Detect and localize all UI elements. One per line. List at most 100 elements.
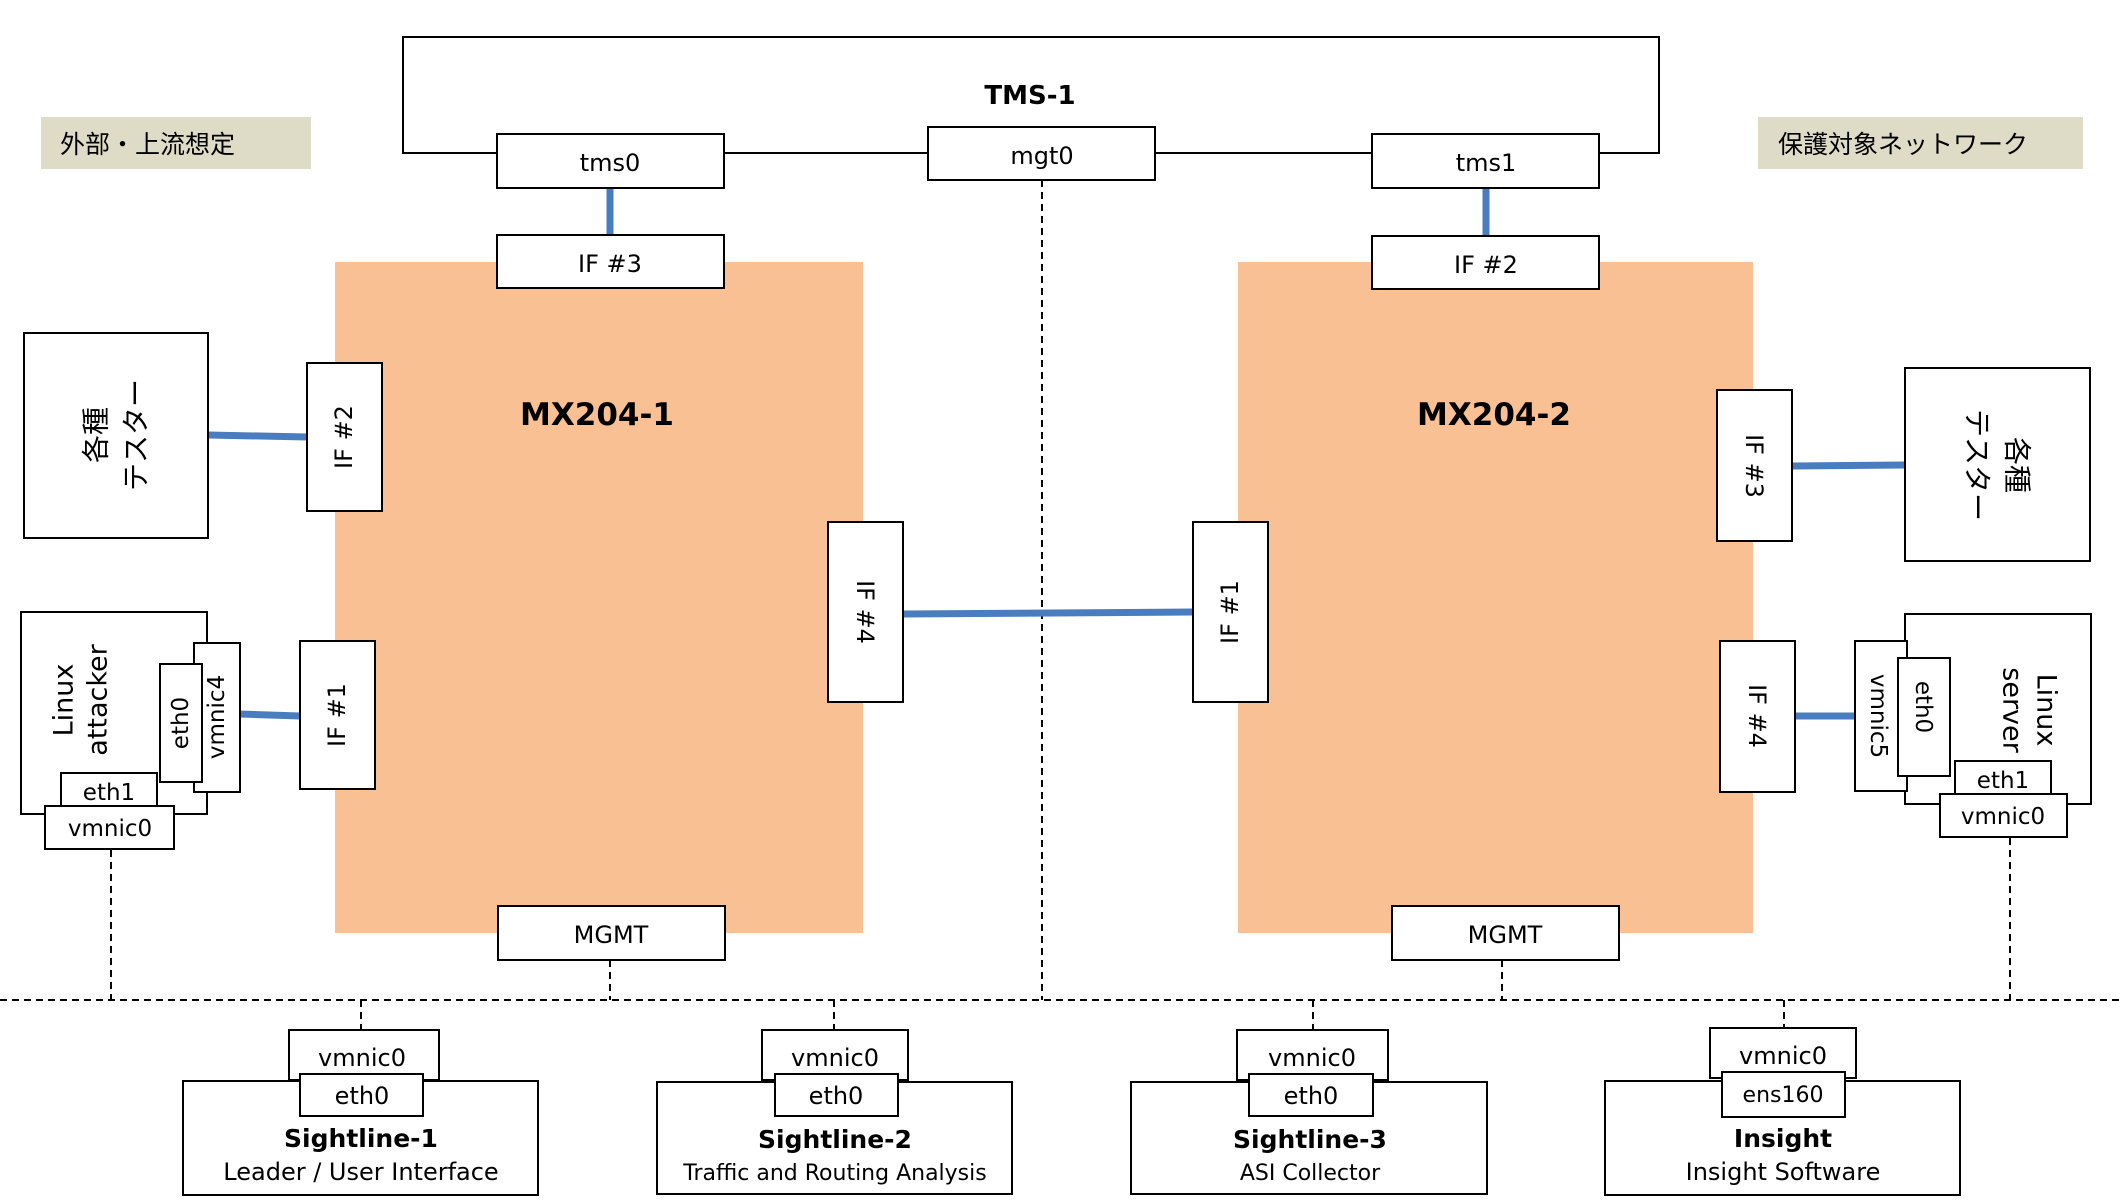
- tester-right: 各種 テスター: [1904, 367, 2091, 562]
- attacker-text: Linux attacker: [49, 643, 114, 755]
- mx1-if4-box[interactable]: [827, 521, 904, 703]
- sightline-3: vmnic0 eth0 Sightline-3 ASI Collector: [1130, 1029, 1488, 1195]
- mx1-if1-port[interactable]: IF #1: [299, 640, 376, 790]
- tms0-port-box[interactable]: [496, 133, 725, 189]
- sightline-1-subtitle: Leader / User Interface: [223, 1158, 498, 1186]
- attacker-vmnic4-label: vmnic4: [204, 675, 230, 759]
- tester-right-line1: 各種: [2001, 437, 2034, 493]
- insight: vmnic0 ens160 Insight Insight Software: [1604, 1027, 1961, 1196]
- data-links: [207, 188, 1906, 720]
- protected-label-text: 保護対象ネットワーク: [1778, 130, 2028, 159]
- mx1-mgmt-port[interactable]: MGMT: [497, 905, 726, 961]
- mx1-if4-port[interactable]: IF #4: [827, 521, 904, 703]
- mx2-if4-box[interactable]: [1719, 640, 1796, 793]
- mx2-if2-box[interactable]: [1371, 235, 1600, 290]
- sightline-2-title: Sightline-2: [758, 1125, 912, 1154]
- tester-left-line2: テスター: [120, 379, 153, 491]
- mx2-if3-port[interactable]: IF #3: [1716, 389, 1793, 542]
- mx1-mgmt-box[interactable]: [497, 905, 726, 961]
- tester-right-line2: テスター: [1961, 409, 1994, 521]
- mx1-if1-label: IF #1: [323, 683, 351, 747]
- tms-title: TMS-1: [984, 81, 1075, 111]
- external-label-bg: [41, 117, 311, 169]
- linux-attacker: Linux attacker vmnic4 eth0 eth1 vmnic0: [20, 611, 241, 850]
- server-vmnic5-label: vmnic5: [1865, 674, 1891, 758]
- insight-title: Insight: [1734, 1124, 1832, 1153]
- attacker-eth1-label: eth1: [83, 780, 135, 806]
- server-eth1-box[interactable]: [1954, 760, 2052, 799]
- attacker-vmnic0-box[interactable]: [44, 805, 175, 850]
- link-if3-tester-right: [1791, 461, 1906, 470]
- tms1-port[interactable]: tms1: [1371, 133, 1600, 189]
- insight-nic-box[interactable]: [1709, 1027, 1857, 1079]
- attacker-eth0-label: eth0: [168, 697, 194, 749]
- sightline-2-nic-box[interactable]: [761, 1029, 909, 1081]
- attacker-line1: Linux: [49, 664, 80, 737]
- mgt0-port[interactable]: mgt0: [927, 126, 1156, 181]
- server-line2: server: [1997, 667, 2028, 753]
- mx2-if4-port[interactable]: IF #4: [1719, 640, 1796, 793]
- tester-left-box: [23, 332, 209, 539]
- server-eth0-label: eth0: [1910, 681, 1936, 733]
- mx1-if2-box[interactable]: [306, 362, 383, 512]
- mx1-mgmt-label: MGMT: [574, 921, 649, 949]
- tester-left-text: 各種 テスター: [80, 379, 153, 491]
- sightline-2-port-box[interactable]: [774, 1073, 899, 1117]
- mx2-if4-label: IF #4: [1743, 684, 1771, 748]
- mgt0-port-box[interactable]: [927, 126, 1156, 181]
- sightline-3-nic-box[interactable]: [1236, 1029, 1389, 1081]
- mx1-if2-label: IF #2: [330, 405, 358, 469]
- mx2-if3-box[interactable]: [1716, 389, 1793, 542]
- mx2-if2-port[interactable]: IF #2: [1371, 235, 1600, 290]
- attacker-line2: attacker: [83, 643, 114, 755]
- sightline-3-port-label: eth0: [1284, 1082, 1339, 1110]
- tms0-port-label: tms0: [580, 149, 641, 177]
- server-eth1-label: eth1: [1977, 768, 2029, 794]
- mx2-mgmt-label: MGMT: [1468, 921, 1543, 949]
- server-vmnic0-box[interactable]: [1939, 793, 2068, 838]
- sightline-1: vmnic0 eth0 Sightline-1 Leader / User In…: [182, 1029, 539, 1196]
- mx1-if1-box[interactable]: [299, 640, 376, 790]
- tms0-port[interactable]: tms0: [496, 133, 725, 189]
- mx204-2-title: MX204-2: [1417, 397, 1571, 433]
- sightline-2-nic-label: vmnic0: [791, 1044, 879, 1072]
- mx1-if3-box[interactable]: [496, 234, 725, 289]
- tester-right-text: 各種 テスター: [1961, 409, 2034, 521]
- linux-server: Linux server vmnic5 eth0 eth1 vmnic0: [1854, 613, 2092, 838]
- sightline-1-nic-label: vmnic0: [318, 1044, 406, 1072]
- mx2-if1-box[interactable]: [1192, 521, 1269, 703]
- attacker-vmnic0-label: vmnic0: [68, 816, 152, 842]
- protected-label-bg: [1758, 117, 2083, 169]
- attacker-eth0-box[interactable]: [159, 663, 203, 783]
- sightline-1-title: Sightline-1: [284, 1124, 438, 1153]
- mx2-mgmt-port[interactable]: MGMT: [1391, 905, 1620, 961]
- attacker-eth1-box[interactable]: [60, 772, 158, 811]
- server-line1: Linux: [2031, 674, 2062, 747]
- server-eth0-box[interactable]: [1897, 657, 1951, 777]
- protected-label: 保護対象ネットワーク: [1758, 117, 2083, 169]
- insight-port-label: ens160: [1743, 1083, 1824, 1108]
- mx1-if4-label: IF #4: [851, 580, 879, 644]
- server-vmnic0-label: vmnic0: [1961, 804, 2045, 830]
- sightline-3-title: Sightline-3: [1233, 1125, 1387, 1154]
- sightline-1-port-box[interactable]: [299, 1073, 424, 1117]
- mx1-if3-port[interactable]: IF #3: [496, 234, 725, 289]
- sightline-3-nic-label: vmnic0: [1268, 1044, 1356, 1072]
- sightline-2: vmnic0 eth0 Sightline-2 Traffic and Rout…: [656, 1029, 1013, 1195]
- sightline-3-port-box[interactable]: [1248, 1073, 1374, 1117]
- mx2-if1-port[interactable]: IF #1: [1192, 521, 1269, 703]
- mx1-if2-port[interactable]: IF #2: [306, 362, 383, 512]
- mx2-mgmt-box[interactable]: [1391, 905, 1620, 961]
- link-tester-left-if2: [207, 431, 308, 441]
- insight-subtitle: Insight Software: [1686, 1158, 1881, 1186]
- mx2-if1-label: IF #1: [1216, 580, 1244, 644]
- insight-nic-label: vmnic0: [1739, 1042, 1827, 1070]
- mx2-if2-label: IF #2: [1454, 251, 1518, 279]
- tms1-port-label: tms1: [1456, 149, 1517, 177]
- insight-port-box[interactable]: [1721, 1071, 1846, 1118]
- mx204-1-title: MX204-1: [520, 397, 674, 433]
- link-vmnic4-if1: [239, 710, 301, 720]
- tms1-port-box[interactable]: [1371, 133, 1600, 189]
- sightline-2-port-label: eth0: [809, 1082, 864, 1110]
